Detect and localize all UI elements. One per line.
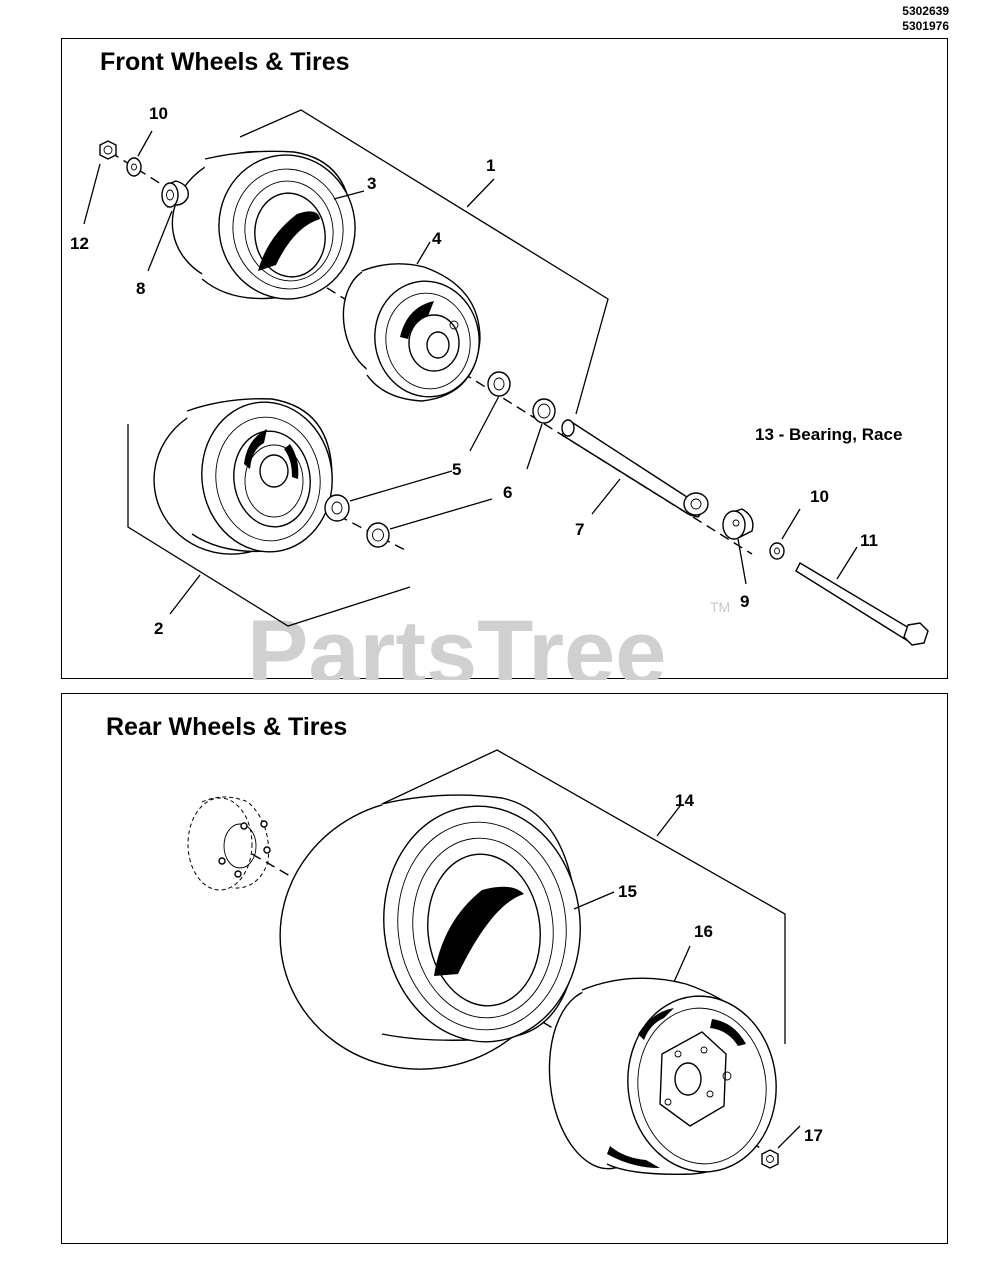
watermark-tm: TM xyxy=(710,599,730,615)
leader-line xyxy=(673,945,691,983)
assembly-bracket xyxy=(127,424,411,627)
bearing-5 xyxy=(324,470,453,522)
washer-10 xyxy=(126,130,153,177)
leader-line xyxy=(469,395,500,452)
callout-label: 4 xyxy=(432,229,442,248)
leader-line xyxy=(389,498,493,530)
nut-12 xyxy=(83,140,117,225)
callout-label: 11 xyxy=(860,531,878,550)
race-6 xyxy=(366,498,493,548)
part-number: 5302639 xyxy=(902,4,949,18)
callout-label: 10 xyxy=(149,104,168,123)
leader-line xyxy=(656,805,681,837)
leader-line xyxy=(333,190,365,200)
leader-line xyxy=(349,470,453,502)
bolt-11 xyxy=(795,546,929,646)
part-number-list: 5302639 5301976 xyxy=(902,4,949,34)
leader-line xyxy=(147,210,173,272)
callout-label: 7 xyxy=(575,520,584,539)
callout-label: 17 xyxy=(804,1126,823,1145)
bearing-race-note: 13 - Bearing, Race xyxy=(755,425,902,444)
callout-label: 2 xyxy=(154,619,163,638)
callout-label: 5 xyxy=(452,460,461,479)
callout-label: 3 xyxy=(367,174,376,193)
callout-label: 10 xyxy=(810,487,829,506)
assembly-bracket xyxy=(239,109,609,415)
leader-line xyxy=(591,478,621,515)
rear-wheels-panel: Rear Wheels & Tires xyxy=(61,693,948,1244)
leader-line xyxy=(466,178,495,208)
bearing-8 xyxy=(147,180,189,272)
part-number: 5301976 xyxy=(902,19,949,33)
wheel-hub xyxy=(187,796,271,891)
callout-label: 6 xyxy=(503,483,512,502)
spacer-9 xyxy=(722,508,754,585)
callout-label: 8 xyxy=(136,279,145,298)
leader-line xyxy=(777,1125,801,1149)
front-panel-title: Front Wheels & Tires xyxy=(100,48,350,76)
watermark-text: PartsTree xyxy=(247,602,666,680)
leader-line xyxy=(137,130,153,157)
callout-label: 9 xyxy=(740,592,749,611)
callout-label: 15 xyxy=(618,882,637,901)
tire-3 xyxy=(171,150,356,300)
callout-label: 1 xyxy=(486,156,495,175)
bearing-5 xyxy=(469,371,511,452)
nut-17 xyxy=(761,1125,801,1169)
callout-label: 12 xyxy=(70,234,89,253)
leader-line xyxy=(526,423,543,470)
leader-line xyxy=(83,163,101,225)
tire-2 xyxy=(153,398,333,555)
race-6 xyxy=(526,398,556,470)
axle-7 xyxy=(561,419,709,518)
leader-line xyxy=(836,546,858,580)
callout-label: 14 xyxy=(675,791,694,810)
rear-panel-title: Rear Wheels & Tires xyxy=(106,713,348,741)
tire-15 xyxy=(279,794,615,1070)
rim-16 xyxy=(548,945,777,1175)
leader-line xyxy=(416,241,431,265)
rim-4 xyxy=(342,263,481,402)
front-wheels-diagram: PartsTree TM xyxy=(70,104,929,680)
washer-10 xyxy=(769,508,801,560)
assembly-bracket xyxy=(381,749,786,1044)
rear-wheels-diagram: 14 15 16 17 xyxy=(187,749,823,1175)
leader-line xyxy=(169,574,201,615)
leader-line xyxy=(781,508,801,540)
front-wheels-panel: Front Wheels & Tires PartsTree TM xyxy=(61,38,948,680)
leader-line xyxy=(737,538,747,585)
callout-label: 16 xyxy=(694,922,713,941)
leader-line xyxy=(573,891,615,910)
